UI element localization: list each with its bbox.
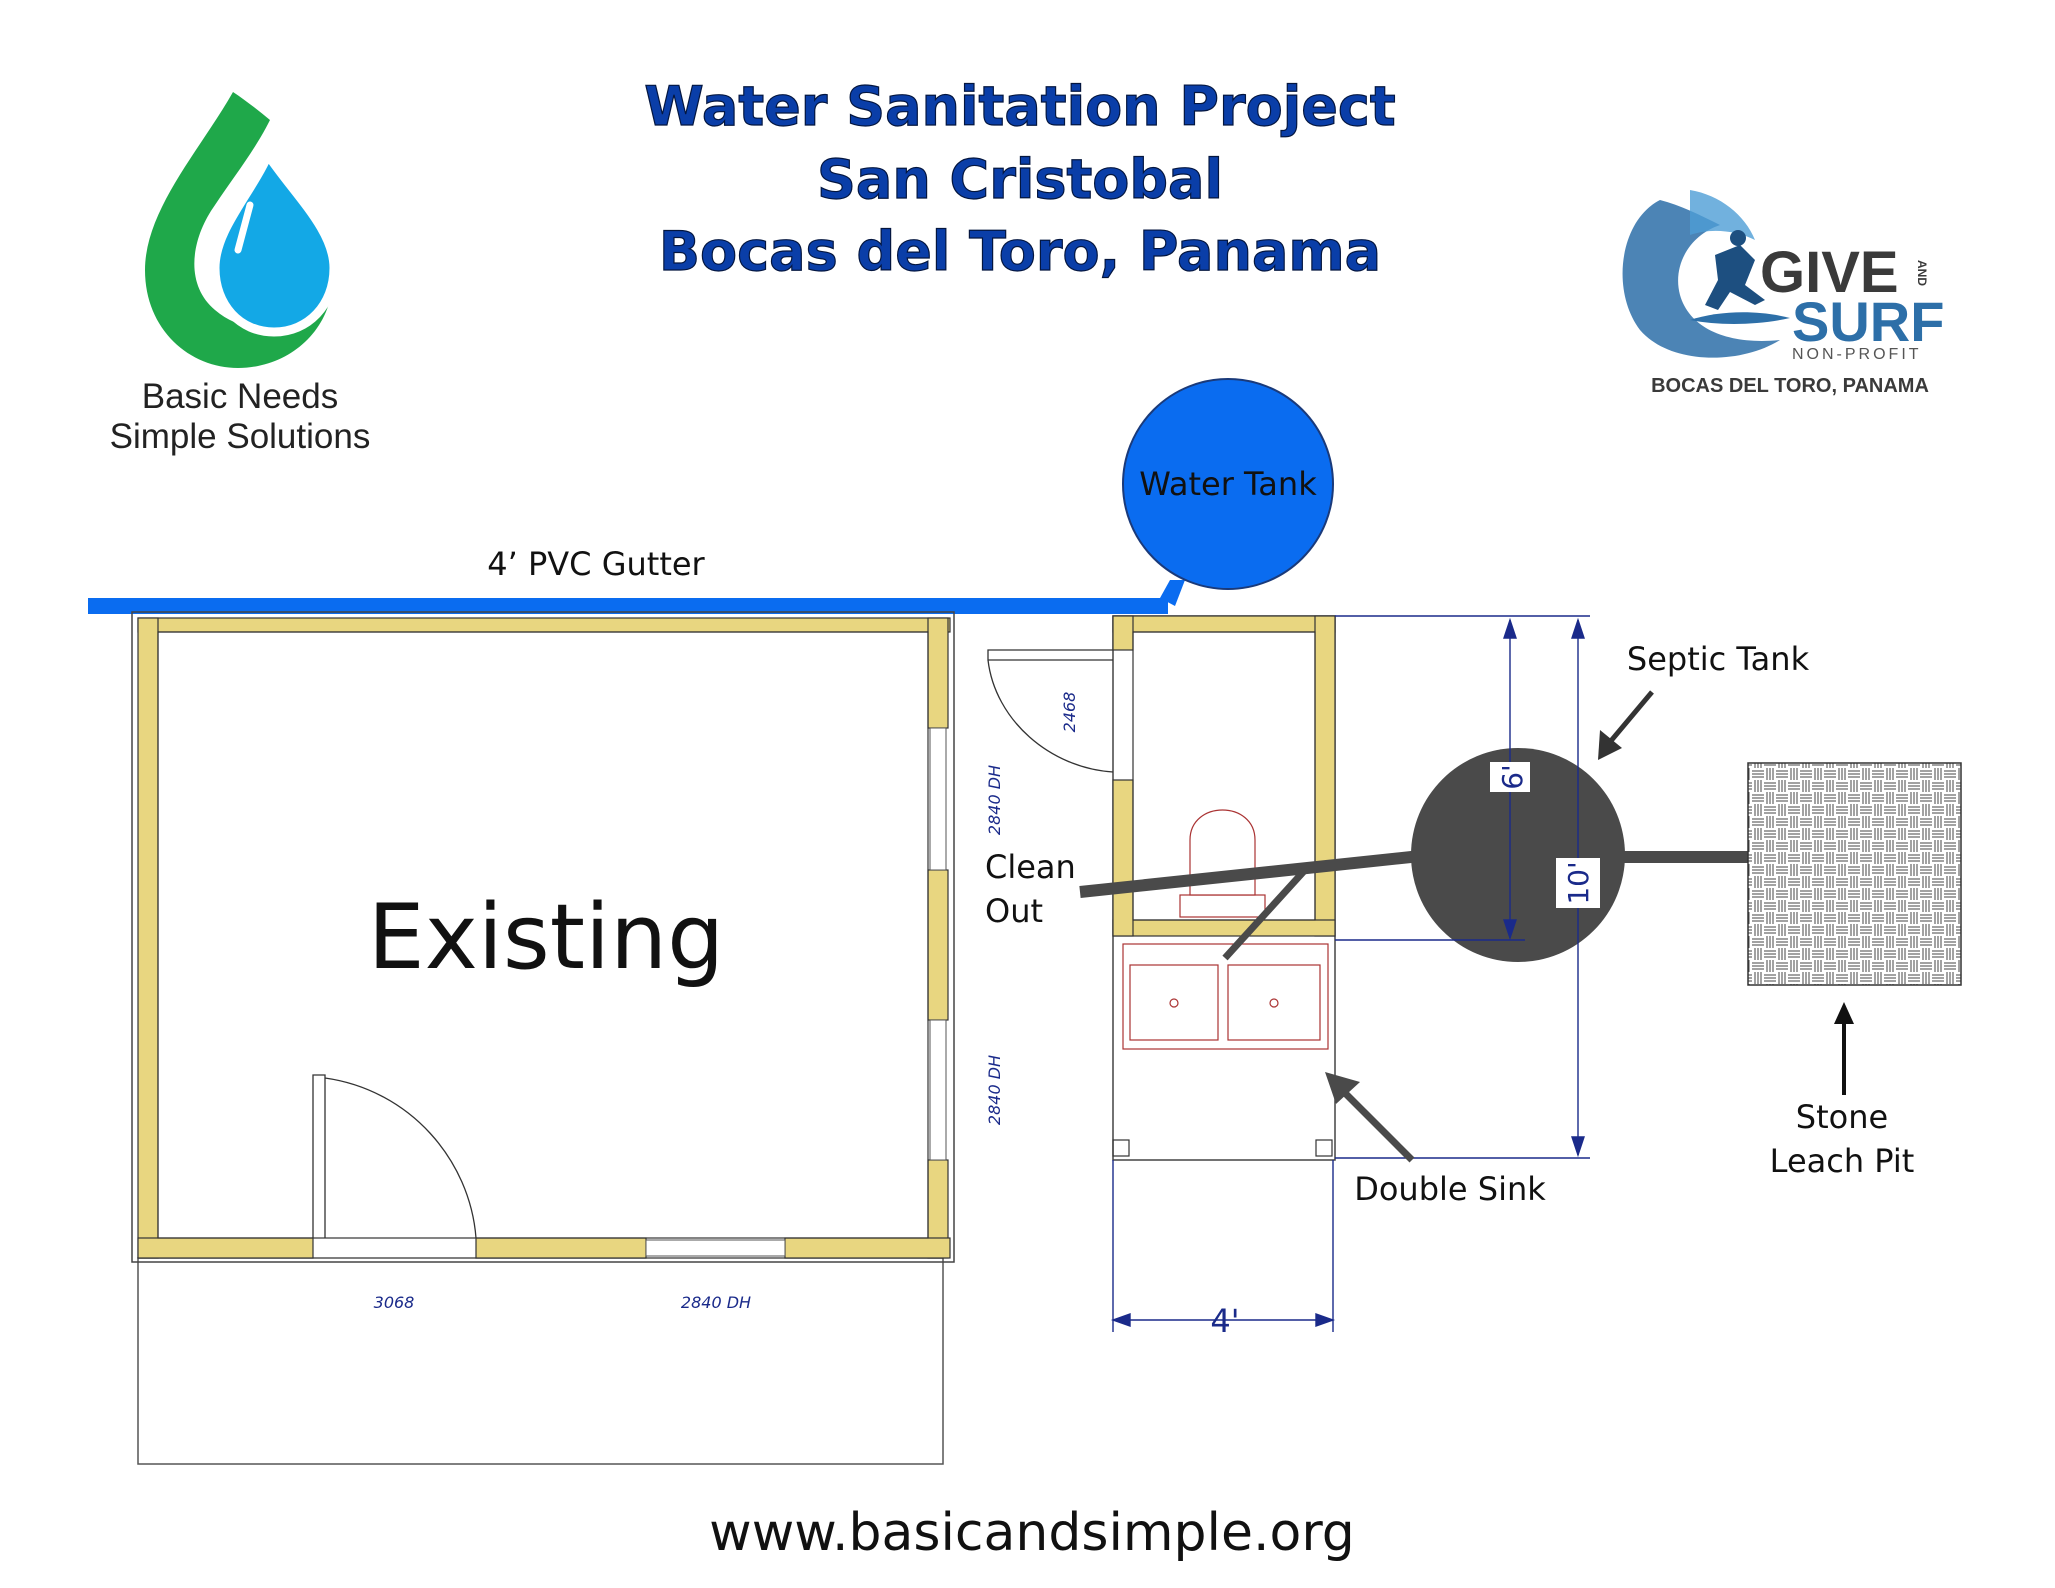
logo-left-line-2: Simple Solutions — [110, 417, 371, 456]
bath-wall-left-1 — [1112, 615, 1134, 651]
surfer-head-icon — [1730, 230, 1746, 246]
corner-post-left — [1112, 1139, 1130, 1157]
water-tank — [1122, 378, 1334, 590]
wall-right-2 — [927, 869, 949, 1021]
title-line-2: San Cristobal — [817, 148, 1223, 211]
leach-pit-label-2: Leach Pit — [1770, 1142, 1915, 1180]
gutter-downspout — [1160, 580, 1185, 606]
blue-drop-icon — [210, 145, 339, 337]
wall-right-1 — [927, 617, 949, 729]
sink-basin-left — [1129, 964, 1219, 1041]
drop-highlight-icon — [234, 201, 254, 254]
side-window-1 — [929, 727, 947, 871]
bath-door-swing — [987, 649, 1114, 773]
drain-right — [1269, 998, 1279, 1008]
title-line-3: Bocas del Toro, Panama — [659, 220, 1381, 283]
sink-arrow — [1337, 1085, 1415, 1163]
existing-inner-wall — [157, 631, 929, 1239]
bath-wall-right — [1314, 615, 1336, 937]
title-block: Water Sanitation Project San Cristobal B… — [644, 74, 1397, 283]
bath-inner — [1132, 631, 1316, 921]
double-sink-label: Double Sink — [1354, 1170, 1546, 1208]
clean-out-pipe — [1079, 849, 1431, 898]
pvc-gutter — [88, 598, 1168, 614]
logo-and: AND — [1915, 260, 1929, 286]
clean-out-label-1: Clean — [985, 848, 1076, 886]
side-window-2 — [929, 1019, 947, 1161]
gutter-label: 4’ PVC Gutter — [487, 545, 705, 583]
logo-location: BOCAS DEL TORO, PANAMA — [1651, 375, 1929, 397]
existing-label: Existing — [368, 885, 724, 990]
dim-tank-box — [1490, 762, 1530, 792]
septic-arrow — [1608, 690, 1654, 744]
green-drop-icon — [145, 92, 332, 368]
existing-outer-wall — [131, 611, 955, 1263]
code-side-window-2: 2840 DH — [985, 1055, 1004, 1125]
leach-arrowhead — [1834, 1002, 1854, 1024]
sink-drain-pipe — [1222, 867, 1308, 961]
drain-left — [1169, 998, 1179, 1008]
existing-building: Existing 3068 2840 DH 2840 DH 2840 DH — [131, 611, 1004, 1465]
wall-bottom-1 — [137, 1237, 314, 1259]
septic-arrowhead — [1598, 730, 1622, 760]
code-bath-door: 2468 — [1060, 692, 1079, 733]
wave-swirl-icon-2 — [1690, 190, 1755, 240]
dim-tank-label: 6' — [1496, 764, 1529, 790]
dim-length-label: 10' — [1562, 861, 1595, 904]
logo-left-line-1: Basic Needs — [142, 377, 338, 416]
website-url[interactable]: www.basicandsimple.org — [709, 1503, 1355, 1563]
logo-surf: SURF — [1792, 290, 1944, 353]
bath-wall-top — [1112, 615, 1336, 633]
septic-tank — [1411, 748, 1625, 962]
dim-width-label: 4' — [1210, 1302, 1239, 1340]
water-tank-label: Water Tank — [1139, 465, 1317, 503]
septic-tank-label: Septic Tank — [1627, 640, 1810, 678]
bath-wall-left-2 — [1112, 779, 1134, 937]
porch-outline — [137, 1257, 944, 1465]
code-main-door: 3068 — [374, 1293, 415, 1312]
wall-bottom-2 — [475, 1237, 647, 1259]
dim-length-box — [1556, 858, 1600, 908]
surfer-icon — [1705, 245, 1765, 310]
corner-post-right — [1315, 1139, 1333, 1157]
wave-swirl-icon — [1622, 200, 1780, 358]
clean-out-label-2: Out — [985, 892, 1043, 930]
wall-top — [137, 617, 951, 633]
logo-nonprofit: NON-PROFIT — [1792, 346, 1922, 363]
logo-give: GIVE — [1760, 240, 1899, 305]
toilet-tank — [1179, 894, 1266, 918]
give-and-surf-logo: GIVE AND SURF NON-PROFIT BOCAS DEL TORO,… — [1622, 190, 1944, 397]
title-line-1: Water Sanitation Project — [644, 75, 1395, 138]
sink-basin-right — [1227, 964, 1321, 1041]
bathroom: 2468 — [987, 615, 1336, 1161]
main-door-swing — [312, 1074, 477, 1239]
surfboard-icon — [1690, 312, 1790, 324]
front-window — [645, 1239, 786, 1257]
wall-bottom-3 — [784, 1237, 951, 1259]
basic-needs-logo: Basic Needs Simple Solutions — [110, 92, 371, 456]
stone-leach-pit — [1747, 762, 1962, 986]
code-front-window: 2840 DH — [681, 1293, 751, 1312]
dimension-lines — [1110, 615, 1590, 1332]
bath-wall-bottom — [1112, 919, 1336, 937]
leach-pit-label-1: Stone — [1796, 1098, 1888, 1136]
wall-left — [137, 617, 159, 1259]
code-side-window-1: 2840 DH — [985, 765, 1004, 835]
sink-arrowhead — [1325, 1072, 1360, 1104]
